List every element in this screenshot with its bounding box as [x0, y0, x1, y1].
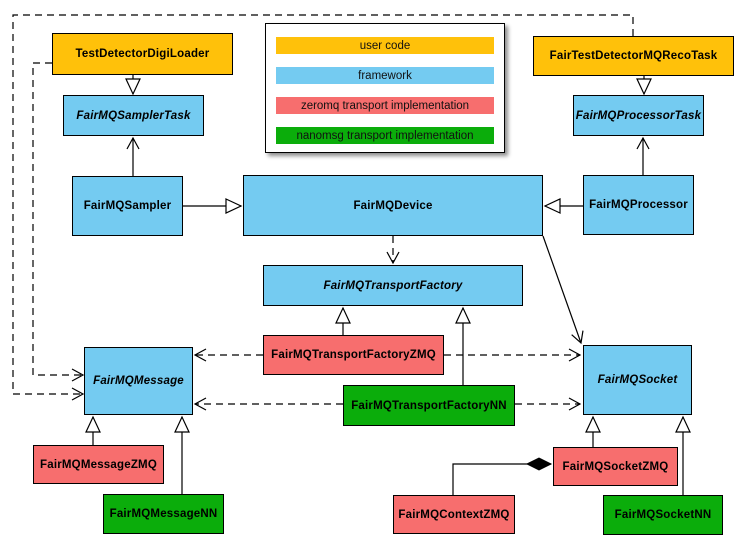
node-fairmq-sampler: FairMQSampler: [72, 176, 183, 236]
legend-item-framework: framework: [276, 67, 494, 84]
node-fairmq-context-zmq: FairMQContextZMQ: [393, 495, 515, 534]
edge-contextzmq-socketzmq: [452, 464, 551, 495]
node-test-detector-digi-loader: TestDetectorDigiLoader: [52, 33, 233, 75]
node-fairmq-message: FairMQMessage: [84, 347, 193, 415]
legend-panel: user code framework zeromq transport imp…: [265, 23, 505, 153]
node-fairmq-sampler-task: FairMQSamplerTask: [63, 95, 204, 136]
legend-item-zeromq: zeromq transport implementation: [276, 97, 494, 114]
node-fairmq-device: FairMQDevice: [243, 175, 543, 236]
node-fairmq-message-zmq: FairMQMessageZMQ: [33, 445, 164, 484]
node-fairmq-processor-task: FairMQProcessorTask: [573, 95, 704, 136]
node-fairmq-message-nn: FairMQMessageNN: [103, 494, 224, 534]
node-fair-test-detector-mq-reco-task: FairTestDetectorMQRecoTask: [533, 36, 734, 76]
node-fairmq-socket-nn: FairMQSocketNN: [603, 495, 723, 535]
node-fairmq-processor: FairMQProcessor: [583, 175, 694, 235]
node-fairmq-transport-factory-nn: FairMQTransportFactoryNN: [343, 385, 515, 426]
node-fairmq-socket: FairMQSocket: [583, 345, 692, 415]
node-fairmq-transport-factory: FairMQTransportFactory: [263, 265, 523, 306]
legend-item-user-code: user code: [276, 37, 494, 54]
node-fairmq-socket-zmq: FairMQSocketZMQ: [553, 447, 678, 486]
edge-device-socket: [542, 235, 584, 345]
legend-item-nanomsg: nanomsg transport implementation: [276, 127, 494, 144]
node-fairmq-transport-factory-zmq: FairMQTransportFactoryZMQ: [263, 335, 444, 375]
